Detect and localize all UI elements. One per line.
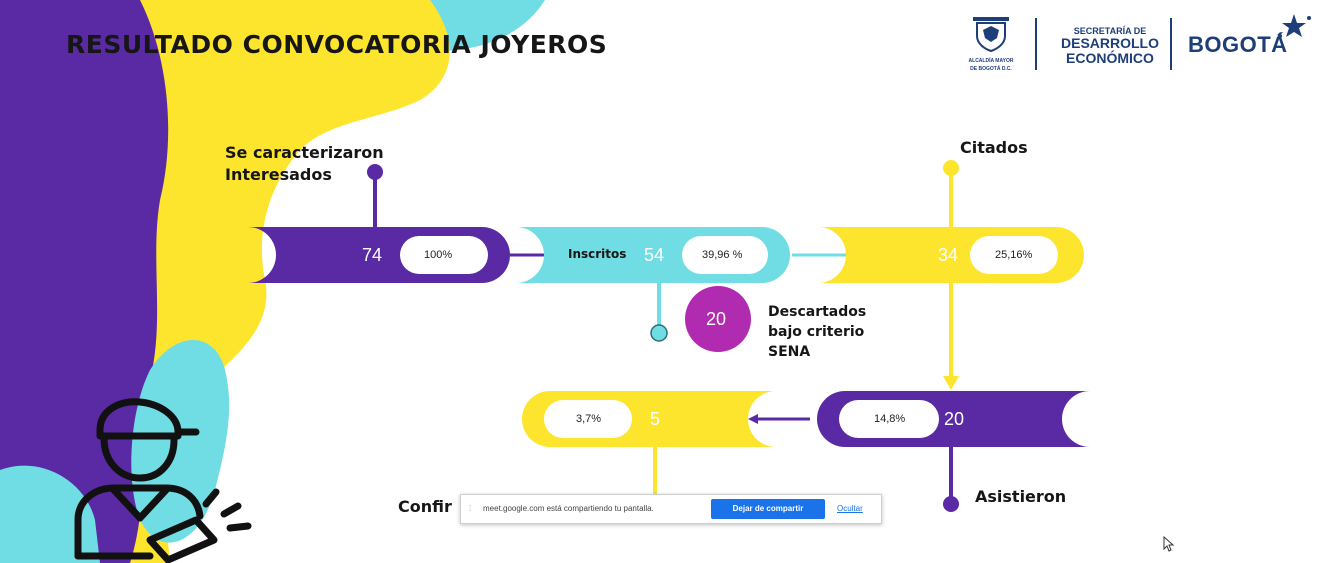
jeweler-icon xyxy=(74,398,252,563)
label-inscritos: Inscritos xyxy=(568,247,627,261)
alcaldia-line1: ALCALDÍA MAYOR xyxy=(968,58,1014,64)
label-caracterizados-line2: Interesados xyxy=(225,165,332,184)
label-caracterizados: Se caracterizaron Interesados xyxy=(225,142,384,186)
pill-caracterizados-inner xyxy=(400,236,488,274)
label-asistieron: Asistieron xyxy=(975,487,1067,506)
dot-inscritos xyxy=(650,324,668,342)
pill-citados-inner xyxy=(970,236,1058,274)
logo-divider xyxy=(1035,18,1037,70)
bogota-logo: BOGOTÁ xyxy=(1188,32,1288,57)
secretaria-logo: SECRETARÍA DE DESARROLLO ECONÓMICO xyxy=(1058,26,1162,66)
secretaria-line2: DESARROLLO xyxy=(1061,35,1159,51)
label-descartados-line1: Descartados xyxy=(768,304,867,320)
stop-sharing-button[interactable]: Dejar de compartir xyxy=(711,499,825,519)
alcaldia-line2: DE BOGOTÁ D.C. xyxy=(970,66,1012,72)
pct-citados: 25,16% xyxy=(995,249,1033,261)
cyan-blob-bottom xyxy=(131,340,230,543)
bogota-star-icon xyxy=(1278,14,1311,38)
cursor-icon xyxy=(1163,536,1175,552)
value-asistieron: 20 xyxy=(944,409,965,429)
circle-descartados xyxy=(685,286,751,352)
coat-of-arms-icon xyxy=(973,17,1009,53)
dot-caracterizados xyxy=(367,164,383,180)
value-descartados: 20 xyxy=(706,309,727,329)
alcaldia-logo: ALCALDÍA MAYOR DE BOGOTÁ D.C. xyxy=(960,16,1022,72)
drag-handle-icon[interactable]: ⁞ xyxy=(469,504,472,513)
pct-confirmados: 3,7% xyxy=(576,413,602,425)
value-confirmados: 5 xyxy=(650,409,661,429)
label-descartados-line3: SENA xyxy=(768,344,811,360)
value-inscritos: 54 xyxy=(644,245,665,265)
label-caracterizados-line1: Se caracterizaron xyxy=(225,143,384,162)
pill-inscritos-inner xyxy=(682,236,768,274)
secretaria-line3: ECONÓMICO xyxy=(1066,50,1154,66)
purple-blob xyxy=(0,0,169,563)
page-title: RESULTADO CONVOCATORIA JOYEROS xyxy=(66,30,608,59)
logo-divider-2 xyxy=(1170,18,1172,70)
pct-asistieron: 14,8% xyxy=(874,413,906,425)
label-confirmados: Confir xyxy=(398,497,452,516)
pct-inscritos: 39,96 % xyxy=(702,249,743,261)
pill-asistieron-inner xyxy=(839,400,939,438)
label-citados: Citados xyxy=(960,138,1028,157)
pct-caracterizados: 100% xyxy=(424,249,453,261)
value-citados: 34 xyxy=(938,245,959,265)
label-descartados-line2: bajo criterio xyxy=(768,324,865,340)
screen-share-bar: ⁞ meet.google.com está compartiendo tu p… xyxy=(460,494,882,524)
share-message: meet.google.com está compartiendo tu pan… xyxy=(483,504,654,513)
label-descartados: Descartados bajo criterio SENA xyxy=(768,302,866,362)
hide-link[interactable]: Ocultar xyxy=(837,504,863,513)
dot-asistieron xyxy=(943,496,959,512)
value-caracterizados: 74 xyxy=(362,245,383,265)
secretaria-line1: SECRETARÍA DE xyxy=(1073,26,1147,36)
pill-confirmados-inner xyxy=(544,400,632,438)
dot-citados xyxy=(943,160,959,176)
